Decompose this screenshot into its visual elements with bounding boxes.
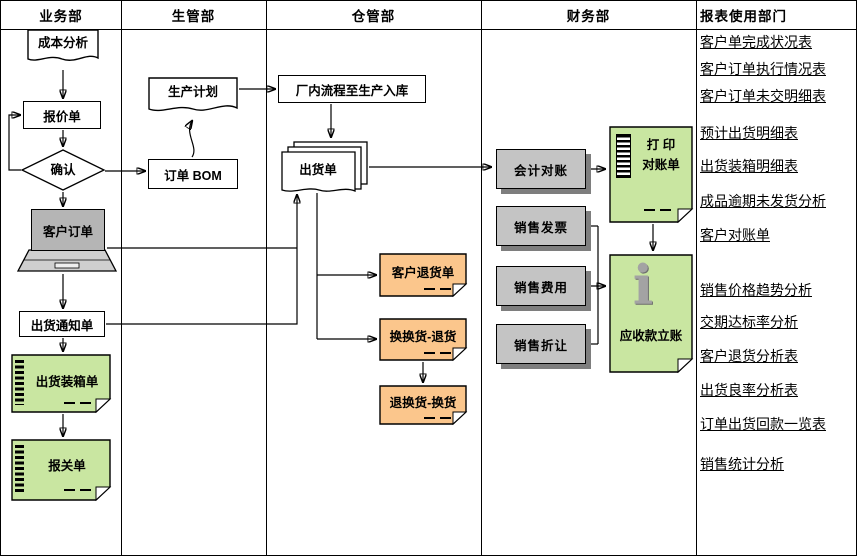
lane-header-warehouse: 仓管部 <box>266 1 481 29</box>
node-inbound-process[interactable]: 厂内流程至生产入库 <box>278 75 426 103</box>
lane-divider <box>121 1 122 555</box>
lane-title: 仓管部 <box>351 9 396 24</box>
header-divider <box>1 29 856 30</box>
node-shipping-order[interactable]: 出货单 <box>281 141 369 199</box>
report-link[interactable]: 客户退货分析表 <box>700 348 798 364</box>
laptop-screen: 客户订单 <box>31 209 105 251</box>
lane-divider <box>266 1 267 555</box>
node-packing-list[interactable]: 出货装箱单 <box>11 354 112 414</box>
node-customer-return[interactable]: 客户退货单 <box>379 253 468 298</box>
node-label: 客户退货单 <box>391 266 455 280</box>
signature-lines <box>64 402 91 404</box>
node-production-plan[interactable]: 生产计划 <box>148 77 238 119</box>
node-receivable-entry[interactable]: i 应收款立账 <box>609 253 694 374</box>
node-label: 确认 <box>50 163 76 177</box>
report-link[interactable]: 预计出货明细表 <box>700 125 798 141</box>
printer-list-icon <box>616 134 631 178</box>
node-order-bom[interactable]: 订单 BOM <box>148 159 238 189</box>
info-icon: i <box>632 253 654 317</box>
node-label: 成本分析 <box>37 36 88 50</box>
report-link[interactable]: 出货装箱明细表 <box>700 158 798 174</box>
note-shape <box>379 385 468 426</box>
report-link[interactable]: 交期达标率分析 <box>700 314 798 330</box>
node-sales-invoice[interactable]: 销售发票 <box>496 206 586 246</box>
node-label: 报价单 <box>43 109 81 124</box>
connector <box>8 115 21 171</box>
node-cost-analysis[interactable]: 成本分析 <box>27 29 99 69</box>
node-label: 生产计划 <box>167 85 218 99</box>
node-label: 会计对账 <box>513 163 568 178</box>
lane-header-production: 生管部 <box>121 1 266 29</box>
report-link[interactable]: 销售统计分析 <box>700 456 784 472</box>
node-print-statement[interactable]: 打 印 对账单 <box>609 126 694 224</box>
note-shape <box>609 254 694 374</box>
report-link[interactable]: 出货良率分析表 <box>700 382 798 398</box>
node-label: 对账单 <box>642 158 680 172</box>
connector <box>106 195 297 325</box>
document-shape <box>148 77 238 112</box>
lane-divider <box>481 1 482 555</box>
lane-divider <box>696 1 697 555</box>
node-label: 出货通知单 <box>30 318 94 333</box>
signature-lines <box>424 417 451 419</box>
report-link[interactable]: 客户订单未交明细表 <box>700 88 826 104</box>
barcode-stripes-icon <box>15 360 24 405</box>
note-shape <box>379 253 468 298</box>
node-label: 厂内流程至生产入库 <box>295 83 409 98</box>
node-exchange-return[interactable]: 换换货-退货 <box>379 318 468 362</box>
node-label: 应收款立账 <box>619 329 683 343</box>
note-shape <box>11 439 112 502</box>
report-link[interactable]: 订单出货回款一览表 <box>700 416 826 432</box>
node-shipping-notice[interactable]: 出货通知单 <box>19 311 105 337</box>
laptop-keyboard-icon <box>16 249 118 272</box>
node-sales-expense[interactable]: 销售费用 <box>496 266 586 306</box>
node-label: 销售费用 <box>513 280 568 295</box>
node-customer-order[interactable]: 客户订单 <box>16 209 118 273</box>
node-confirm[interactable]: 确认 <box>20 149 106 191</box>
connector <box>190 121 195 158</box>
note-shape <box>11 354 112 414</box>
lane-title: 业务部 <box>39 9 83 24</box>
node-label: 换换货-退货 <box>389 330 457 344</box>
node-customs-declaration[interactable]: 报关单 <box>11 439 112 502</box>
node-label: 销售发票 <box>513 220 568 235</box>
report-link[interactable]: 客户对账单 <box>700 227 770 243</box>
node-label: 出货装箱单 <box>35 375 99 389</box>
report-link[interactable]: 客户单完成状况表 <box>700 34 812 50</box>
lane-title: 生管部 <box>171 9 216 24</box>
barcode-stripes-icon <box>15 445 24 493</box>
report-link[interactable]: 销售价格趋势分析 <box>700 282 812 298</box>
decision-diamond-shape <box>20 149 106 191</box>
stacked-documents-shape <box>281 141 368 192</box>
report-link[interactable]: 客户订单执行情况表 <box>700 61 826 77</box>
node-sales-allowance[interactable]: 销售折让 <box>496 324 586 364</box>
node-accounting-reconciliation[interactable]: 会计对账 <box>496 149 586 189</box>
node-return-exchange[interactable]: 退换货-换货 <box>379 385 468 426</box>
signature-lines <box>64 489 91 491</box>
document-shape <box>27 29 99 61</box>
note-shape <box>379 318 468 362</box>
report-link[interactable]: 成品逾期未发货分析 <box>700 193 826 209</box>
node-label: 报关单 <box>48 459 86 473</box>
lane-header-business: 业务部 <box>1 1 121 29</box>
node-label: 退换货-换货 <box>389 396 457 410</box>
node-label: 出货单 <box>299 163 337 177</box>
lane-header-finance: 财务部 <box>481 1 696 29</box>
signature-lines <box>424 288 451 290</box>
node-label: 订单 BOM <box>164 168 222 183</box>
lane-title: 财务部 <box>566 9 611 24</box>
node-label: 销售折让 <box>513 338 568 353</box>
node-label: 客户订单 <box>42 224 93 239</box>
node-label: 打 印 <box>646 138 676 152</box>
signature-lines <box>644 209 671 211</box>
lane-title: 报表使用部门 <box>700 9 787 24</box>
signature-lines <box>424 352 451 354</box>
node-quotation[interactable]: 报价单 <box>23 101 101 129</box>
lane-header-reports: 报表使用部门 <box>696 1 856 29</box>
